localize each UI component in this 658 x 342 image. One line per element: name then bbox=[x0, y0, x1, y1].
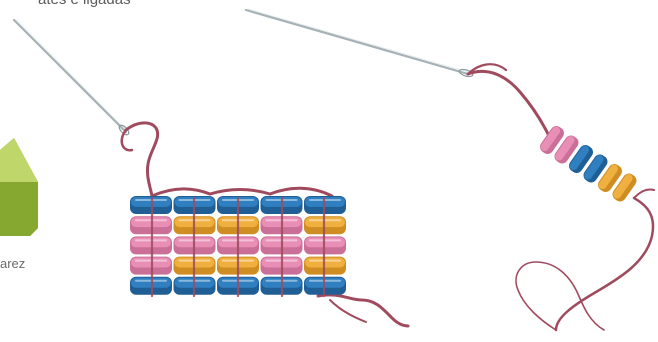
green-shape-icon bbox=[0, 138, 38, 236]
left-needle-icon bbox=[14, 19, 130, 136]
right-needle-icon bbox=[246, 9, 474, 78]
needle-bead-string bbox=[538, 124, 639, 204]
